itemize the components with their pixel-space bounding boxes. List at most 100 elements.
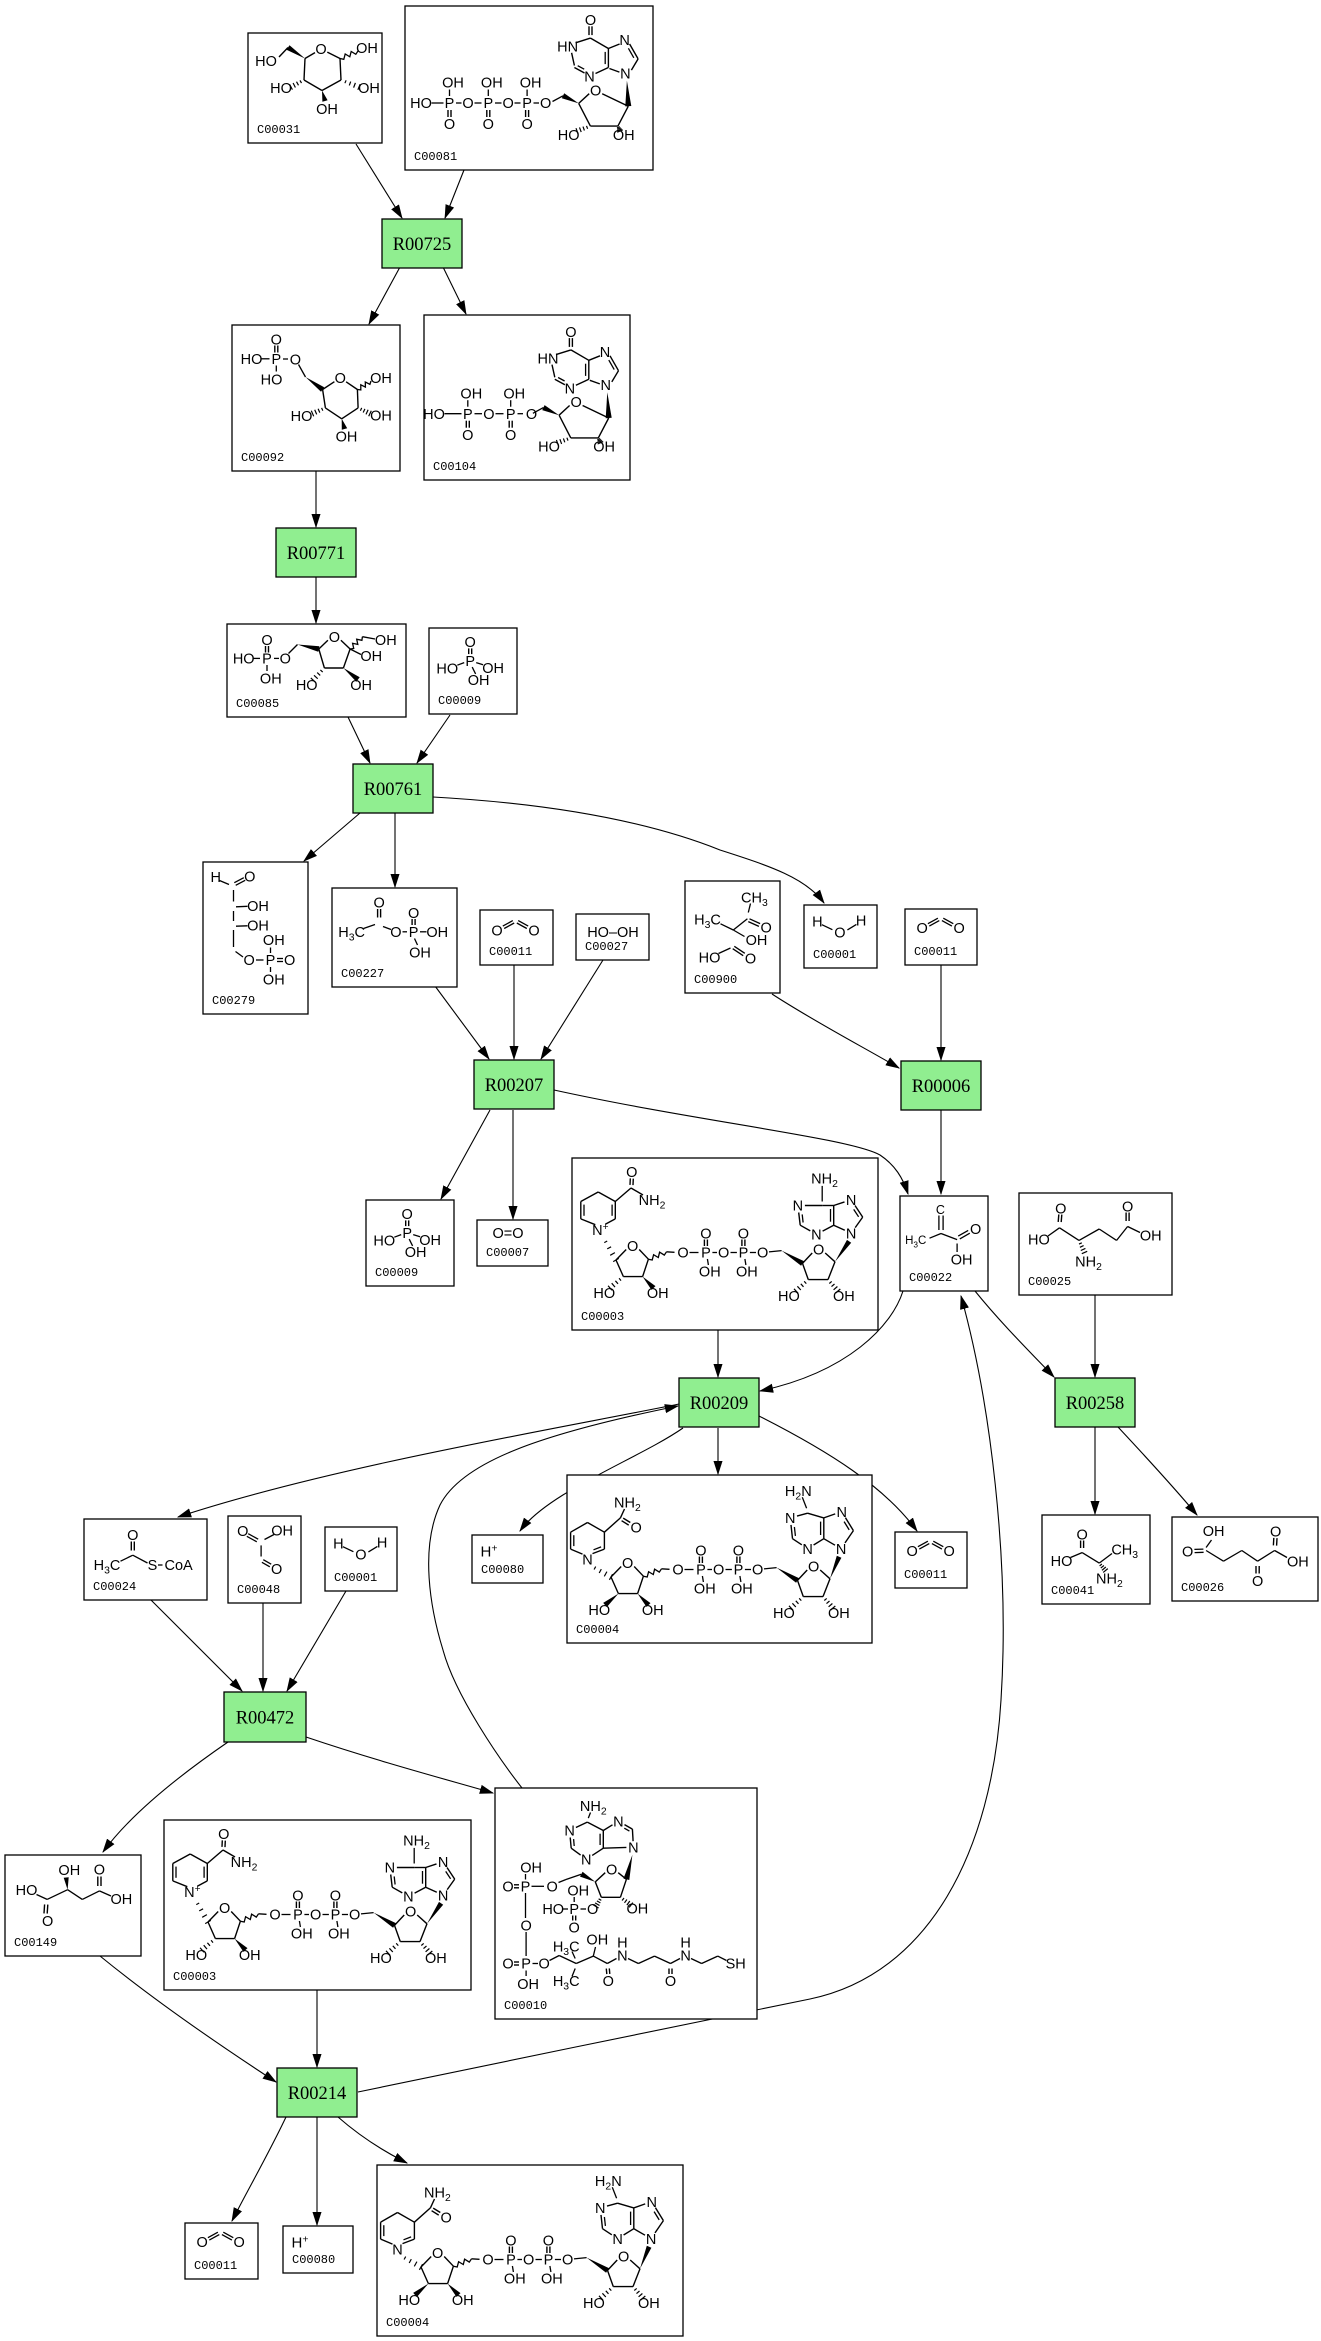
svg-text:O: O: [1270, 1524, 1281, 1540]
svg-text:C00027: C00027: [585, 940, 628, 954]
svg-text:N: N: [680, 1949, 690, 1965]
svg-text:HO: HO: [583, 2296, 605, 2312]
svg-text:O: O: [813, 1243, 824, 1259]
svg-text:C00009: C00009: [438, 694, 481, 708]
svg-text:H: H: [680, 1936, 690, 1952]
svg-text:P: P: [483, 96, 493, 112]
svg-text:OH: OH: [375, 633, 397, 649]
svg-text:OH: OH: [541, 2272, 563, 2288]
svg-text:OH: OH: [520, 1860, 542, 1876]
svg-text:H3C: H3C: [94, 1558, 121, 1577]
svg-text:O: O: [271, 332, 282, 348]
svg-text:O: O: [440, 2210, 451, 2226]
svg-text:N: N: [628, 1840, 638, 1856]
svg-text:R00472: R00472: [236, 1709, 295, 1729]
svg-text:HO: HO: [185, 1948, 207, 1964]
svg-text:R00209: R00209: [690, 1394, 749, 1414]
svg-text:O: O: [335, 371, 346, 387]
svg-text:N: N: [601, 378, 611, 394]
svg-text:HO: HO: [423, 407, 445, 423]
svg-text:O: O: [547, 1880, 558, 1896]
svg-text:C00011: C00011: [489, 945, 532, 959]
svg-text:C00025: C00025: [1028, 1275, 1071, 1289]
svg-text:O: O: [402, 1207, 413, 1223]
svg-text:C00279: C00279: [212, 994, 255, 1008]
svg-text:O: O: [465, 635, 476, 651]
svg-text:O: O: [390, 925, 401, 941]
svg-text:N: N: [613, 1814, 623, 1830]
svg-text:CH3: CH3: [741, 890, 768, 909]
svg-text:OH: OH: [517, 1977, 539, 1993]
svg-text:C00085: C00085: [236, 697, 279, 711]
svg-text:O: O: [244, 953, 255, 969]
svg-text:OH: OH: [694, 1582, 716, 1598]
svg-text:H3C: H3C: [905, 1235, 926, 1250]
svg-text:NH2: NH2: [403, 1834, 430, 1853]
svg-text:OH: OH: [586, 1933, 608, 1949]
svg-text:HO: HO: [270, 81, 292, 97]
svg-text:P: P: [463, 407, 473, 423]
svg-text:OH: OH: [405, 1245, 427, 1261]
svg-text:HO: HO: [773, 1606, 795, 1622]
svg-text:OH: OH: [419, 1233, 441, 1249]
svg-text:O: O: [733, 1544, 744, 1560]
svg-text:OH: OH: [833, 1289, 855, 1305]
svg-text:O=O: O=O: [492, 1226, 523, 1242]
svg-text:OH: OH: [460, 386, 482, 402]
svg-text:H2N: H2N: [595, 2174, 622, 2193]
svg-text:HO: HO: [410, 96, 432, 112]
svg-text:O: O: [444, 117, 455, 133]
svg-text:OH: OH: [291, 1927, 313, 1943]
svg-text:O: O: [677, 1246, 688, 1262]
svg-text:H: H: [617, 1936, 627, 1952]
svg-text:O: O: [738, 1227, 749, 1243]
svg-text:OH: OH: [239, 1948, 261, 1964]
svg-text:O: O: [502, 1957, 513, 1973]
svg-text:P: P: [521, 1957, 531, 1973]
svg-text:O: O: [218, 1827, 229, 1843]
svg-text:N: N: [392, 2242, 402, 2258]
svg-text:C00149: C00149: [14, 1936, 57, 1950]
svg-text:HO: HO: [296, 678, 318, 694]
svg-text:O: O: [562, 2253, 573, 2269]
svg-text:OH: OH: [247, 899, 269, 915]
svg-text:OH: OH: [638, 2296, 660, 2312]
svg-text:OH: OH: [951, 1253, 973, 1269]
svg-text:O: O: [718, 1246, 729, 1262]
svg-text:O: O: [540, 96, 551, 112]
svg-text:NH2: NH2: [424, 2186, 451, 2205]
svg-text:P: P: [409, 925, 419, 941]
svg-text:O: O: [271, 1562, 282, 1578]
svg-text:N: N: [620, 66, 630, 82]
svg-text:H3C: H3C: [553, 1974, 580, 1993]
svg-text:C: C: [936, 1203, 945, 1217]
svg-text:O: O: [355, 1548, 366, 1564]
svg-text:OH: OH: [58, 1863, 80, 1879]
svg-text:OH: OH: [468, 673, 490, 689]
svg-text:O: O: [310, 1908, 321, 1924]
svg-text:H3C: H3C: [553, 1940, 580, 1959]
svg-text:OH: OH: [111, 1892, 133, 1908]
svg-text:C00080: C00080: [481, 1563, 524, 1577]
svg-text:HO: HO: [1051, 1554, 1073, 1570]
svg-text:OH: OH: [613, 128, 635, 144]
svg-text:O: O: [42, 1914, 53, 1930]
svg-text:OH: OH: [736, 1265, 758, 1281]
svg-text:OH: OH: [481, 76, 503, 92]
svg-text:O: O: [349, 1908, 360, 1924]
svg-text:O: O: [570, 395, 581, 411]
svg-text:O: O: [244, 869, 255, 885]
svg-text:HO: HO: [373, 1233, 395, 1249]
svg-text:OH: OH: [828, 1606, 850, 1622]
svg-text:HO: HO: [778, 1289, 800, 1305]
svg-text:N: N: [836, 1542, 846, 1558]
svg-text:NH2: NH2: [1075, 1255, 1102, 1274]
svg-text:O: O: [405, 1905, 416, 1921]
svg-text:C00011: C00011: [914, 945, 957, 959]
svg-text:C00041: C00041: [1051, 1584, 1094, 1598]
svg-text:OH: OH: [452, 2293, 474, 2309]
svg-text:O: O: [906, 1544, 917, 1560]
svg-text:R00214: R00214: [288, 2084, 347, 2104]
svg-text:NH2: NH2: [580, 1799, 607, 1818]
svg-text:HN: HN: [557, 40, 578, 56]
